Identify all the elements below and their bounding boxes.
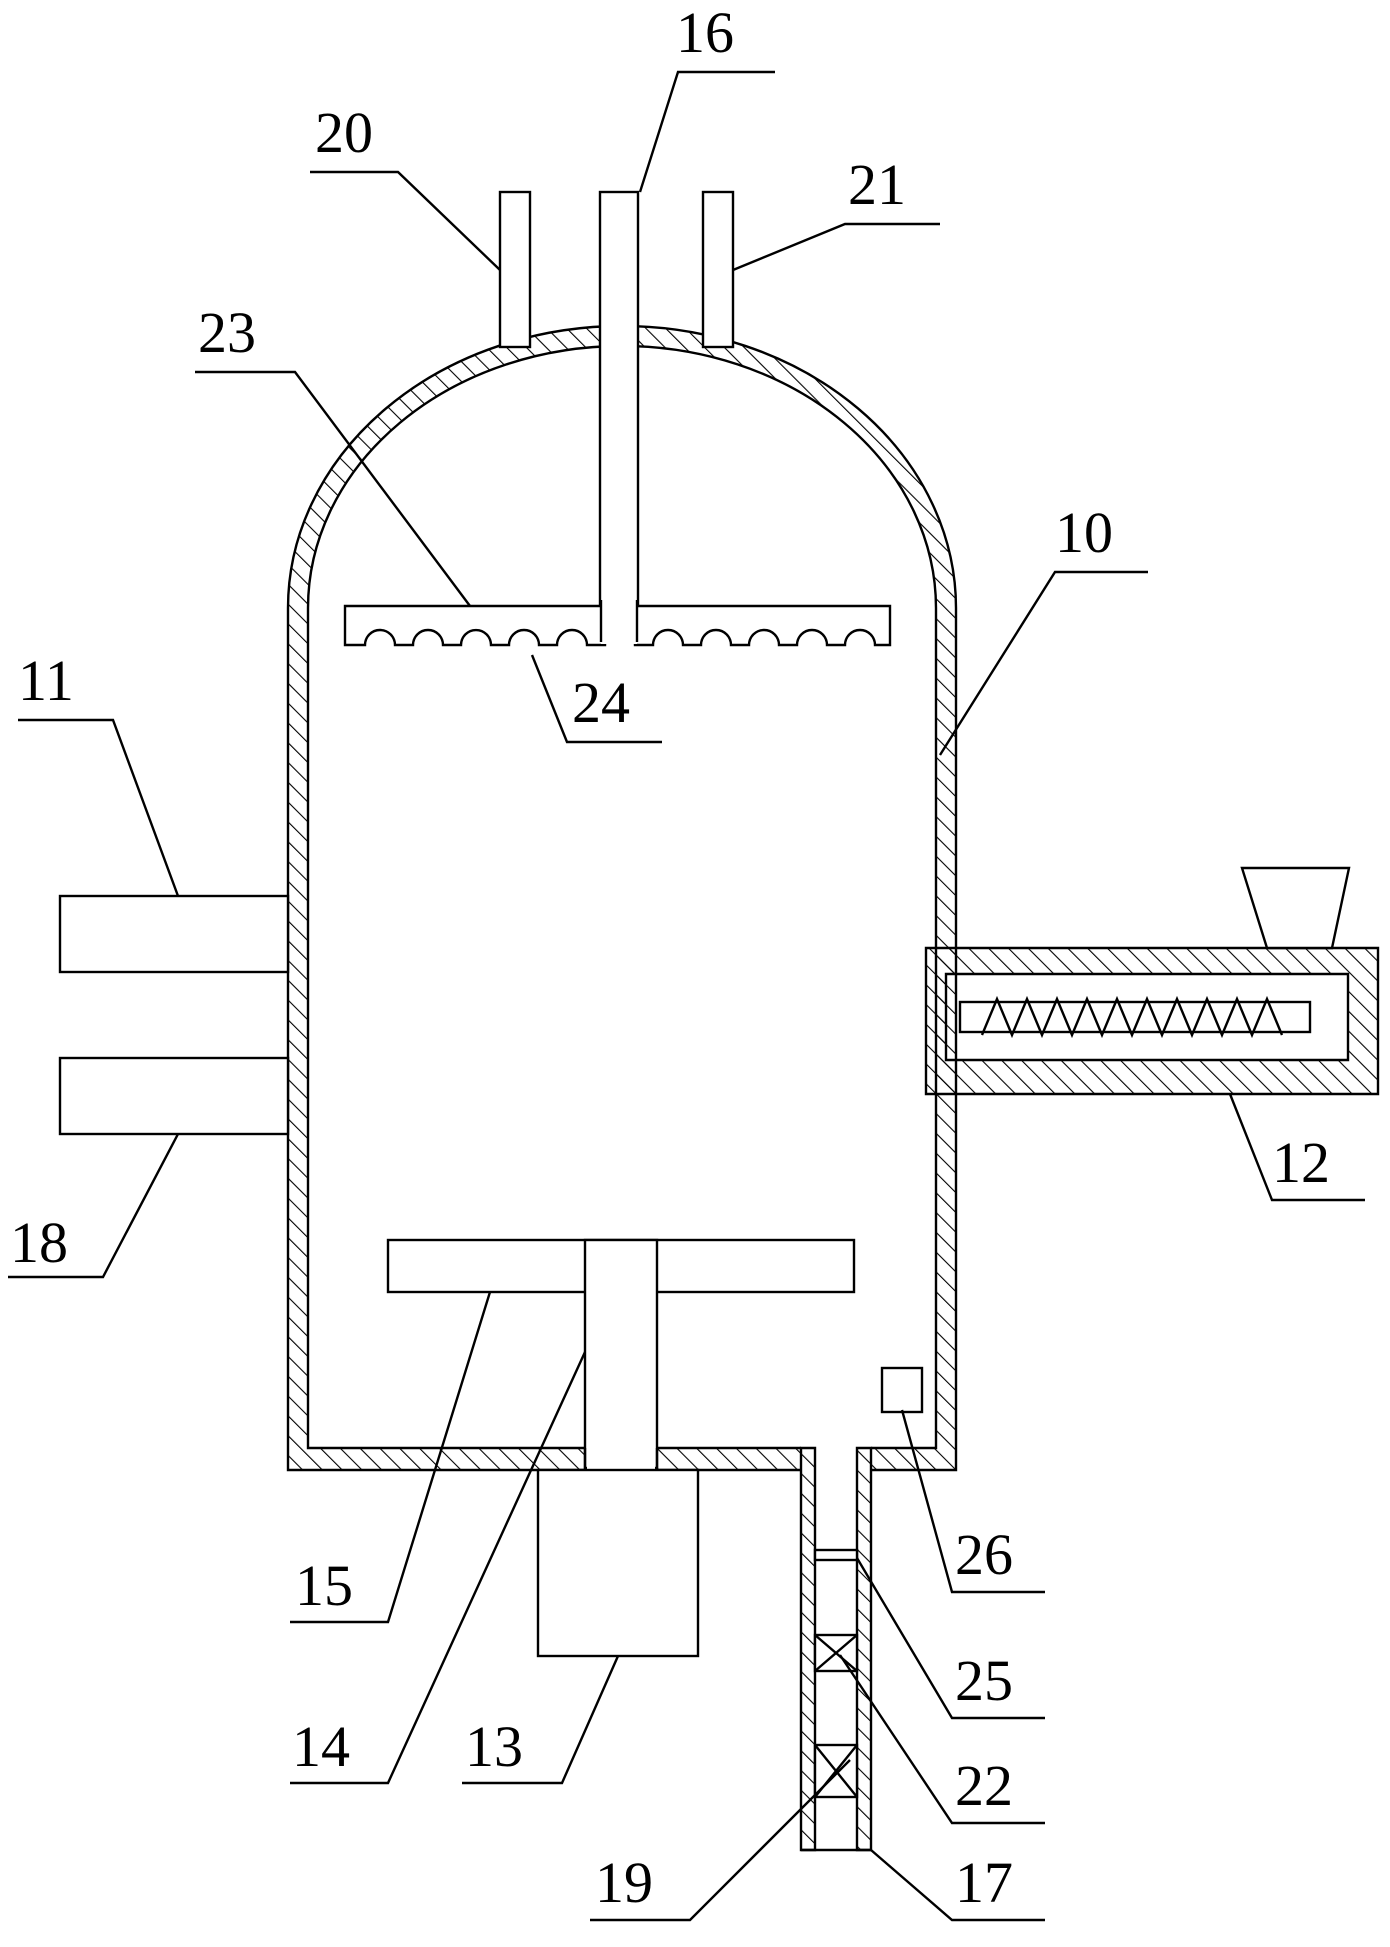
left-pipe-11 (58, 894, 290, 974)
label-22: 22 (955, 1753, 1013, 1818)
filter-25 (813, 1548, 859, 1562)
screw-feeder-12 (924, 946, 1380, 1096)
sensor-26 (880, 1366, 924, 1414)
label-24: 24 (572, 670, 630, 735)
label-19: 19 (595, 1850, 653, 1915)
label-20: 20 (315, 100, 373, 165)
label-13: 13 (465, 1714, 523, 1779)
leader-lines (8, 70, 1365, 1922)
feed-hopper (1240, 866, 1351, 950)
label-17: 17 (955, 1850, 1013, 1915)
valve-19 (813, 1743, 859, 1799)
valve-22 (813, 1633, 859, 1673)
label-25: 25 (955, 1648, 1013, 1713)
label-23: 23 (198, 300, 256, 365)
label-21: 21 (848, 152, 906, 217)
top-pipe-21 (701, 190, 735, 349)
label-18: 18 (10, 1210, 68, 1275)
label-14: 14 (292, 1714, 350, 1779)
left-pipe-18 (58, 1056, 290, 1136)
spray-head-23 (343, 600, 892, 647)
top-pipe-20 (498, 190, 532, 349)
label-26: 26 (955, 1522, 1013, 1587)
motor-13 (536, 1468, 700, 1658)
label-12: 12 (1272, 1130, 1330, 1195)
label-11: 11 (18, 648, 74, 713)
label-15: 15 (295, 1553, 353, 1618)
label-16: 16 (676, 0, 734, 65)
label-10: 10 (1055, 500, 1113, 565)
stirrer-shaft-14 (583, 1238, 659, 1472)
labels: 16 20 21 23 24 10 11 18 12 15 14 13 26 2… (10, 0, 1330, 1915)
spray-pipe-16 (598, 190, 640, 644)
